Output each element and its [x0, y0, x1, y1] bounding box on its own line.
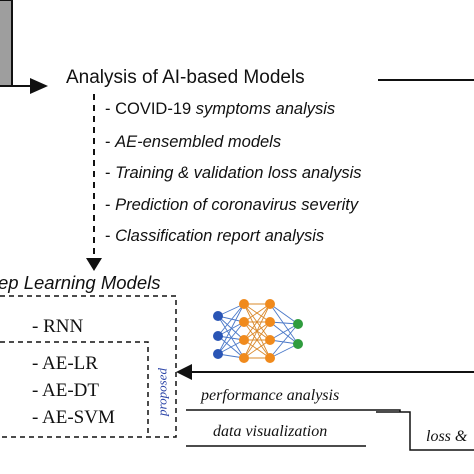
analysis-item-4: - Prediction of coronavirus severity — [105, 197, 358, 214]
performance-analysis-label: performance analysis — [201, 387, 340, 404]
loss-label: loss & — [426, 428, 468, 445]
gray-process-block — [0, 0, 13, 87]
right-feedback-arrowhead — [176, 364, 192, 380]
data-visualization-label: data visualization — [213, 423, 328, 440]
model-rnn: - RNN — [32, 316, 84, 337]
proposed-label: proposed — [154, 368, 170, 416]
analysis-item-2-prefix: - — [105, 133, 116, 151]
analysis-item-2: - AE-ensembled models — [105, 134, 281, 151]
nn-neuron-1-1 — [239, 317, 249, 327]
nn-edge-2-3-1 — [269, 343, 299, 359]
loss-bracket — [376, 411, 474, 451]
neural-network-connections — [217, 303, 299, 359]
analysis-item-5: - Classification report analysis — [105, 228, 324, 245]
nn-neuron-2-0 — [265, 299, 275, 309]
nn-neuron-3-0 — [293, 319, 303, 329]
proposed-inner-dashed-box — [0, 341, 149, 437]
analysis-item-4-prefix: - — [105, 196, 116, 214]
nn-edge-0-1-0 — [217, 303, 245, 337]
nn-neuron-0-1 — [213, 331, 223, 341]
neural-network-nodes — [213, 299, 303, 363]
arrow-to-analysis-head — [30, 78, 48, 94]
dl-models-title: ep Learning Models — [0, 272, 161, 293]
performance-underline — [186, 409, 401, 412]
analysis-title: Analysis of AI-based Models — [66, 67, 305, 88]
nn-neuron-3-1 — [293, 339, 303, 349]
analysis-item-2-emph: AE-ensembled models — [115, 133, 282, 151]
nn-edge-2-0-1 — [269, 303, 299, 345]
nn-neuron-0-0 — [213, 311, 223, 321]
analysis-item-5-prefix: - — [105, 227, 116, 245]
analysis-item-1-emph: symptoms analysis — [195, 100, 336, 118]
analysis-item-5-emph: Classification report analysis — [115, 227, 325, 245]
analysis-item-3: - Training & validation loss analysis — [105, 165, 362, 182]
nn-edge-2-0-0 — [269, 303, 299, 325]
model-ae-dt: - AE-DT — [32, 380, 100, 401]
nn-neuron-2-3 — [265, 353, 275, 363]
nn-edge-2-1-1 — [269, 321, 299, 345]
nn-neuron-0-2 — [213, 349, 223, 359]
nn-edge-0-2-0 — [217, 303, 245, 355]
analysis-item-4-emph: Prediction of coronavirus severity — [115, 196, 359, 214]
nn-neuron-2-2 — [265, 335, 275, 345]
nn-edge-1-1-0 — [243, 303, 271, 323]
models-outer-dashed-box — [0, 295, 177, 438]
nn-edge-2-3-0 — [269, 323, 299, 359]
model-ae-svm: - AE-SVM — [32, 407, 115, 428]
nn-edge-2-2-0 — [269, 323, 299, 341]
nn-edge-0-2-1 — [217, 321, 245, 355]
analysis-item-3-emph: Training & validation loss analysis — [115, 164, 362, 182]
nn-neuron-1-0 — [239, 299, 249, 309]
nn-edge-1-3-0 — [243, 303, 271, 359]
nn-neuron-1-2 — [239, 335, 249, 345]
analysis-item-1: - COVID-19 symptoms analysis — [105, 101, 335, 118]
analysis-item-3-prefix: - — [105, 164, 116, 182]
nn-edge-1-3-2 — [243, 339, 271, 359]
nn-edge-1-3-1 — [243, 321, 271, 359]
analysis-item-1-prefix: - COVID-19 — [105, 100, 196, 118]
dashed-down-arrowhead — [86, 258, 102, 271]
model-ae-lr: - AE-LR — [32, 353, 98, 374]
nn-edge-0-0-3 — [217, 315, 245, 359]
nn-neuron-1-3 — [239, 353, 249, 363]
nn-edge-1-2-0 — [243, 303, 271, 341]
nn-neuron-2-1 — [265, 317, 275, 327]
nn-edge-0-0-2 — [217, 315, 245, 341]
